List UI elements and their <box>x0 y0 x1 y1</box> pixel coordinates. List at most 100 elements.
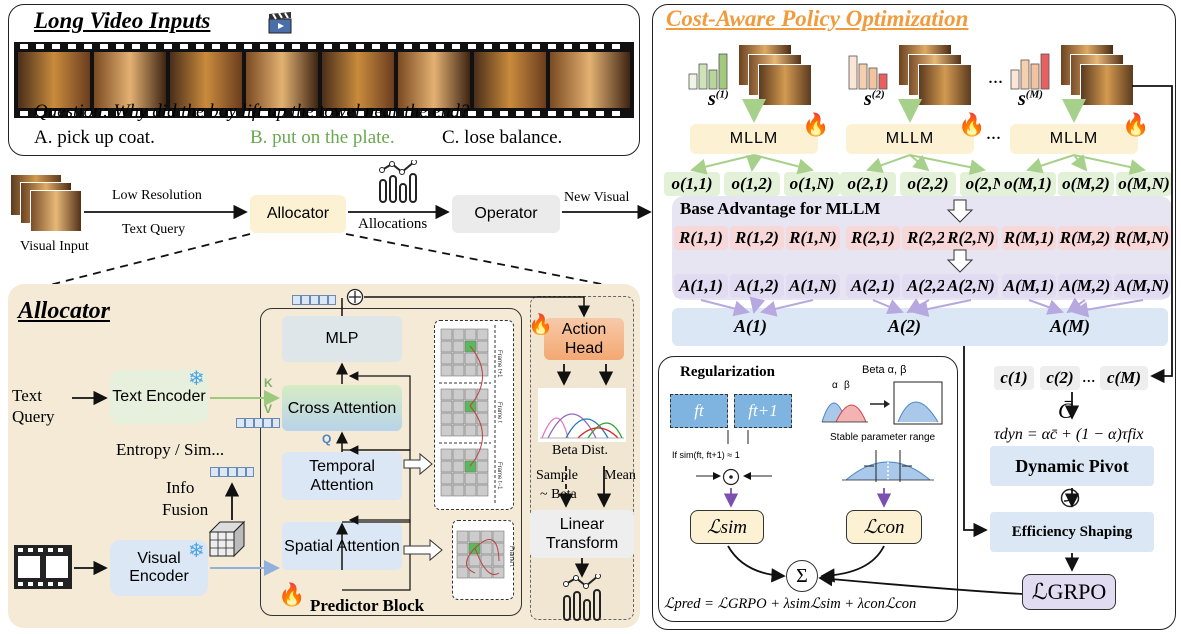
stable-range-plot <box>840 446 936 486</box>
a-12: A(1,2) <box>730 274 784 298</box>
a-2n: A(2,N) <box>944 274 998 298</box>
a-11: A(1,1) <box>674 274 728 298</box>
policy-arrows <box>690 85 1173 595</box>
cube-icon <box>208 520 246 558</box>
linear-transform-box: Linear Transform <box>530 510 634 558</box>
mllm-box-m: MLLM <box>1010 124 1138 154</box>
text-query-pipeline-label: Text Query <box>122 222 186 237</box>
state-bars-2 <box>848 50 892 90</box>
cross-attention-box: Cross Attention <box>282 385 402 431</box>
o-21: o(2,1) <box>840 172 896 196</box>
v-label: V <box>264 402 273 416</box>
option-a: A. pick up coat. <box>34 127 155 148</box>
l-con-box: ℒcon <box>846 510 922 544</box>
c-m: c(M) <box>1100 366 1148 390</box>
c-dots: ... <box>1082 366 1096 386</box>
ft-box: ft <box>670 394 728 428</box>
a-mn: A(M,N) <box>1114 274 1170 298</box>
visual-input-label: Visual Input <box>20 239 89 254</box>
allocations-chart-icon <box>378 159 418 204</box>
o-1n: o(1,N) <box>784 172 840 196</box>
r-mn: R(M,N) <box>1114 226 1170 250</box>
allocation-output-icon <box>562 573 602 622</box>
operator-box: Operator <box>452 195 560 233</box>
l-grpo-box: ℒGRPO <box>1022 574 1116 610</box>
allocator-arrows <box>72 296 614 591</box>
a-m: A(M) <box>1050 316 1090 336</box>
beta-symbol-label: β <box>844 380 850 391</box>
snowflake-icon: ❄ <box>188 540 205 562</box>
state-frames-m <box>1060 44 1134 106</box>
k-label: K <box>264 376 273 390</box>
l-pred-formula: ℒpred = ℒGRPO + λsimℒsim + λconℒcon <box>664 596 917 612</box>
fire-icon: 🔥 <box>1122 112 1150 137</box>
o-11: o(1,1) <box>664 172 720 196</box>
state-frames-2 <box>898 44 972 106</box>
state-frames-1 <box>738 44 812 106</box>
mean-label: Mean <box>604 468 636 483</box>
residual-add-icon <box>346 288 364 306</box>
mllm-box-1: MLLM <box>690 124 818 154</box>
stable-range-label: Stable parameter range <box>830 432 936 443</box>
mllm-box-2: MLLM <box>846 124 974 154</box>
base-advantage-title: Base Advantage for MLLM <box>680 199 881 218</box>
low-resolution-label: Low Resolution <box>112 188 202 203</box>
a-2: A(2) <box>888 316 921 336</box>
r-1n: R(1,N) <box>786 226 840 250</box>
state-m-label: s(M) <box>1018 88 1043 110</box>
text-encoder-box: Text Encoder <box>110 370 208 424</box>
temporal-attention-box: Temporal Attention <box>282 452 402 500</box>
r-12: R(1,2) <box>730 226 784 250</box>
a-21: A(2,1) <box>846 274 900 298</box>
token-bar-top <box>292 292 336 305</box>
c-2: c(2) <box>1040 366 1080 390</box>
beta-shift-plot <box>820 380 944 426</box>
c-1: c(1) <box>994 366 1034 390</box>
policy-title: Cost-Aware Policy Optimization <box>666 6 969 31</box>
state-2-label: s(2) <box>864 88 885 110</box>
film-reel-icon <box>14 545 72 589</box>
question-text: Question: Why did the boy lift up the to… <box>34 101 470 122</box>
info-label: Info <box>166 478 195 497</box>
o-m2: o(M,2) <box>1058 172 1114 196</box>
o-mn: o(M,N) <box>1116 172 1172 196</box>
beta-dist-label: Beta Dist. <box>552 443 608 458</box>
if-sim-label: If sim(ft, ft+1) ≈ 1 <box>672 450 740 460</box>
option-b: B. put on the plate. <box>250 127 395 148</box>
temporal-grid <box>434 320 514 510</box>
mllm-dots: ... <box>986 122 1001 144</box>
ft1-box: ft+1 <box>734 394 792 428</box>
long-video-title: Long Video Inputs <box>34 8 211 33</box>
beta-label: Beta α, β <box>862 364 907 376</box>
l-sim-box: ℒsim <box>690 510 764 544</box>
o-m1: o(M,1) <box>1000 172 1056 196</box>
mlp-box: MLP <box>282 316 402 362</box>
film-strip <box>14 42 634 118</box>
pipeline-arrows <box>29 204 652 291</box>
q-label: Q <box>322 432 332 446</box>
r-m1: R(M,1) <box>1002 226 1056 250</box>
a-1n: A(1,N) <box>786 274 840 298</box>
text-query-label: Text Query <box>12 386 55 426</box>
fire-icon: 🔥 <box>802 112 830 137</box>
fire-icon: 🔥 <box>958 112 986 137</box>
efficiency-shaping-box: Efficiency Shaping <box>990 512 1154 552</box>
dot-product-icon <box>722 468 740 486</box>
o-22: o(2,2) <box>900 172 956 196</box>
new-visual-label: New Visual <box>564 190 630 205</box>
a-m1: A(M,1) <box>1002 274 1056 298</box>
state-bars-1 <box>688 50 732 90</box>
clapperboard-icon <box>268 12 292 34</box>
sample-label: Sample <box>536 468 578 483</box>
r-11: R(1,1) <box>674 226 728 250</box>
snowflake-icon: ❄ <box>188 368 205 390</box>
visual-input-thumbnails <box>10 174 86 236</box>
entropy-sim-label: Entropy / Sim... <box>116 440 225 459</box>
regularization-title: Regularization <box>680 364 775 380</box>
dynamic-pivot-box: Dynamic Pivot <box>990 446 1154 486</box>
alpha-label: α <box>832 380 838 391</box>
allocator-panel-title: Allocator <box>18 298 111 324</box>
a-1: A(1) <box>734 316 767 336</box>
predictor-block-label: Predictor Block <box>310 596 425 615</box>
state-dots: ... <box>988 66 1003 88</box>
